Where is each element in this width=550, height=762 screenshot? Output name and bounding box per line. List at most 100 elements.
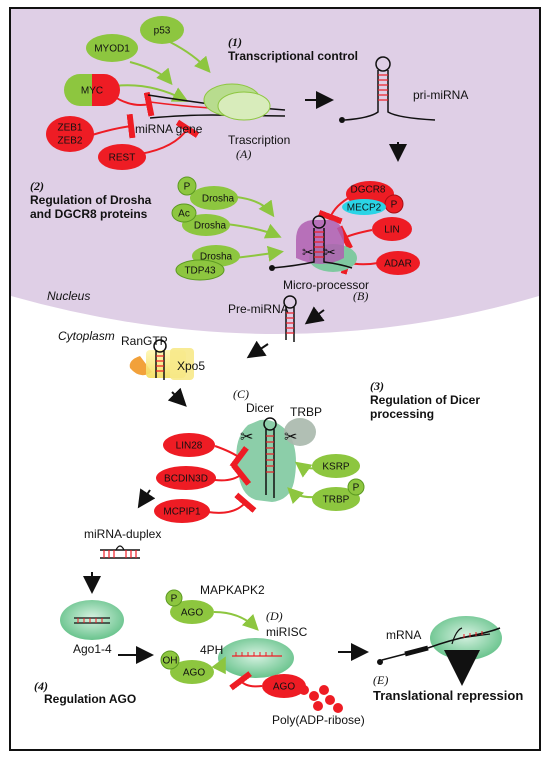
zeb1-text: ZEB1 (57, 123, 82, 134)
rna-polymerase (203, 83, 271, 121)
lin28-text: LIN28 (176, 441, 203, 452)
rest-inhibition-arrow (139, 119, 200, 155)
mcpip1-text: MCPIP1 (163, 507, 201, 518)
arrow-to-export (246, 340, 269, 359)
poly-adp-ribose-label: Poly(ADP-ribose) (272, 713, 365, 727)
myod1-activation-arrow (129, 61, 173, 86)
mrna-label: mRNA (386, 628, 421, 642)
p53-text: p53 (154, 26, 171, 37)
mapkapk2-label: MAPKAPK2 (200, 583, 265, 597)
ago2-text: AGO (183, 668, 205, 679)
ago1-4-complex (60, 600, 124, 640)
drosha3-text: Drosha (200, 252, 233, 263)
myod1-protein: MYOD1 (86, 34, 138, 62)
svg-text:✂: ✂ (324, 244, 336, 260)
ac-text: Ac (178, 209, 190, 220)
ago-red-protein: AGO (262, 674, 306, 698)
bcdin3d-text: BCDIN3D (164, 474, 208, 485)
lin28-protein: LIN28 (163, 433, 215, 457)
drosha2-text: Drosha (194, 221, 227, 232)
zeb2-text: ZEB2 (57, 136, 82, 147)
mcpip1-inhibition-arrow (207, 492, 257, 514)
ac-drosha-protein: Drosha Ac (171, 203, 230, 236)
bcdin3d-protein: BCDIN3D (156, 466, 216, 490)
ago1-text: AGO (181, 608, 203, 619)
xpo5-label: Xpo5 (177, 359, 205, 373)
step-d-label: (D) (266, 609, 283, 623)
rangtp-label: RanGTP (121, 334, 168, 348)
ago-red-inhibition-arrow (229, 671, 263, 691)
tdp43-drosha-protein: Drosha TDP43 (175, 245, 240, 281)
dicer-complex: ✂ ✂ (236, 417, 316, 502)
dicer-label: Dicer (246, 401, 274, 415)
lin-inhibition-arrow (336, 225, 373, 250)
lin-text: LIN (384, 225, 400, 236)
arrow-to-dicer (167, 387, 187, 407)
pre-mirna-hairpin (283, 295, 297, 342)
p-ago-protein: AGO P (165, 589, 214, 624)
ago-red-text: AGO (273, 682, 295, 693)
mrna-silencing-complex (377, 616, 502, 665)
ksrp-protein: KSRP (312, 454, 360, 478)
pri-mirna-hairpin (339, 56, 436, 123)
section-1-heading: (1) Transcriptional control (228, 35, 358, 63)
section-3-number: (3) (370, 379, 384, 393)
lin-protein: LIN (372, 217, 412, 241)
svg-text:✂: ✂ (240, 429, 253, 446)
ago-p-text: P (171, 594, 178, 605)
section-1-title: Transcriptional control (228, 49, 358, 63)
section-2-heading: (2) Regulation of Drosha and DGCR8 prote… (30, 179, 152, 221)
step-c-label: (C) (233, 387, 249, 401)
mirna-gene-label: miRNA gene (135, 122, 203, 136)
rest-text: REST (109, 153, 136, 164)
section-3-title-line1: Regulation of Dicer (370, 393, 480, 407)
svg-text:✂: ✂ (302, 244, 314, 260)
p53-activation-arrow (169, 41, 211, 74)
adar-protein: ADAR (376, 251, 420, 275)
fourph-label: 4PH (200, 643, 223, 657)
trbp-top-label: TRBP (290, 405, 322, 419)
section-3-title-line2: processing (370, 407, 434, 421)
section-2-number: (2) (30, 179, 44, 193)
poly-adp-ribose-chain (299, 685, 343, 713)
trbp-p-text: P (353, 483, 360, 494)
p-ago-activation-arrow (213, 611, 259, 631)
section-1-number: (1) (228, 35, 242, 49)
ksrp-text: KSRP (322, 462, 350, 473)
myc-text: MYC (81, 86, 103, 97)
bcdin3d-inhibition-arrow (214, 463, 252, 486)
mecp2-text: MECP2 (347, 203, 382, 214)
oh-ago-activation-arrow (211, 656, 226, 675)
exportin5-complex (129, 339, 194, 380)
zeb-inhibition-arrow (91, 113, 136, 139)
mirna-duplex-label: miRNA-duplex (84, 527, 161, 541)
lin28-inhibition-arrow (214, 445, 249, 469)
p-drosha-protein: Drosha P (177, 176, 238, 210)
step-a-label: (A) (236, 147, 251, 161)
mirisc-complex (218, 638, 294, 678)
section-3-heading: (3) Regulation of Dicer processing (370, 379, 480, 421)
pre-mirna-label: Pre-miRNA (228, 302, 289, 316)
oh-text: OH (163, 656, 178, 667)
arrow-to-duplex (137, 488, 156, 509)
trascription-label: Trascription (228, 133, 290, 147)
myc-protein: MYC (64, 74, 120, 106)
myod1-text: MYOD1 (94, 44, 130, 55)
dgcr8-text: DGCR8 (350, 185, 385, 196)
nucleus-label: Nucleus (47, 289, 90, 303)
trbp-protein: TRBP P (312, 478, 365, 511)
dgcr8-protein: DGCR8 P MECP2 (342, 181, 404, 215)
dgcr8-p-text: P (391, 200, 398, 211)
oh-ago-protein: AGO OH (160, 650, 214, 684)
trbp-text: TRBP (323, 495, 350, 506)
ago1-4-label: Ago1-4 (73, 642, 112, 656)
svg-text:✂: ✂ (284, 429, 297, 446)
microprocessor-complex: ✂ ✂ (269, 215, 357, 272)
section-2-title-line2: and DGCR8 proteins (30, 207, 148, 221)
section-4-number: (4) (34, 679, 48, 693)
adar-text: ADAR (384, 259, 412, 270)
section-4-heading: (4) Regulation AGO (34, 679, 136, 706)
tdp43-text: TDP43 (184, 266, 216, 277)
arrow-to-pre-mirna (304, 306, 325, 325)
